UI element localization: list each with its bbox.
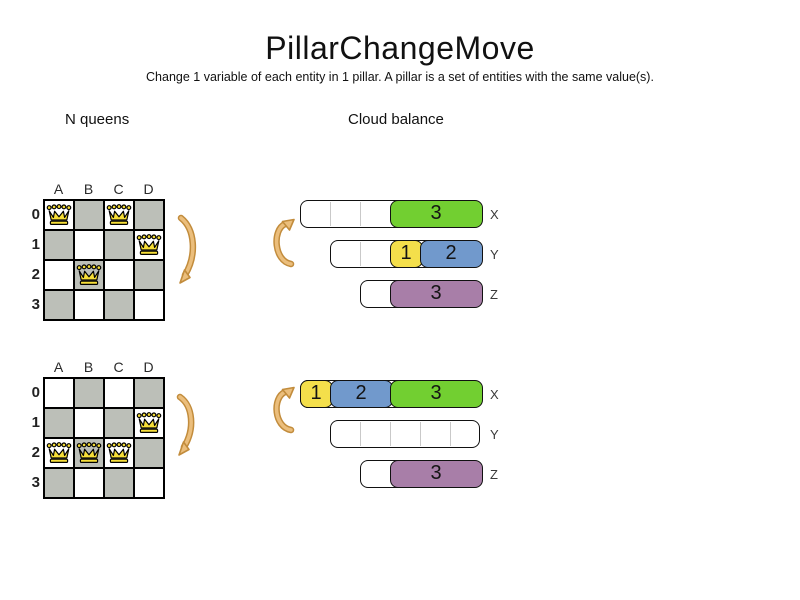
board-cell-D1 <box>134 230 165 261</box>
nqueens-section-label: N queens <box>65 111 130 128</box>
cloud-after-bar-Z: 3 <box>360 459 483 488</box>
queen-icon <box>46 441 72 463</box>
pillar-segment-1: 1 <box>389 239 423 268</box>
board-column-label: B <box>83 181 95 197</box>
bar-label-X: X <box>490 387 499 402</box>
board-row-label: 3 <box>31 474 40 491</box>
board-row-label: 0 <box>31 206 40 223</box>
board-row-label: 1 <box>31 414 40 431</box>
board-column-label: D <box>143 359 155 375</box>
board-cell-B3 <box>74 290 105 321</box>
board-cell-D3 <box>134 468 165 499</box>
cloudbalance-section-label: Cloud balance <box>348 111 444 128</box>
nqueens-before <box>43 199 165 321</box>
board-cell-A1 <box>44 230 75 261</box>
board-cell-C0 <box>104 378 135 409</box>
board-cell-B2 <box>74 260 105 291</box>
board-cell-B0 <box>74 378 105 409</box>
queen-icon <box>136 411 162 433</box>
bar-label-Z: Z <box>490 467 498 482</box>
board-cell-D2 <box>134 438 165 469</box>
queen-icon <box>106 441 132 463</box>
board-cell-A3 <box>44 290 75 321</box>
board-cell-C3 <box>104 468 135 499</box>
queen-icon <box>136 233 162 255</box>
nqueens-after <box>43 377 165 499</box>
board-cell-B0 <box>74 200 105 231</box>
pillar-segment-3: 3 <box>389 379 483 408</box>
board-row-label: 3 <box>31 296 40 313</box>
board-cell-B2 <box>74 438 105 469</box>
queen-icon <box>76 263 102 285</box>
board-cell-D0 <box>134 378 165 409</box>
queen-icon <box>46 203 72 225</box>
bar-slot-divider <box>419 422 421 446</box>
board-cell-D0 <box>134 200 165 231</box>
board-cell-A2 <box>44 438 75 469</box>
board-row-label: 0 <box>31 384 40 401</box>
bar-slot-divider <box>359 242 361 266</box>
board-cell-C2 <box>104 438 135 469</box>
pillar-segment-2: 2 <box>329 379 393 408</box>
move-arrow-up-icon <box>273 386 295 434</box>
cloud-before-bar-X: 3 <box>300 199 483 228</box>
bar-slot-divider <box>359 422 361 446</box>
board-cell-A0 <box>44 378 75 409</box>
board-cell-A1 <box>44 408 75 439</box>
move-arrow-down-icon <box>177 214 197 284</box>
cloud-before-bar-Z: 3 <box>360 279 483 308</box>
board-column-label: D <box>143 181 155 197</box>
board-cell-A0 <box>44 200 75 231</box>
move-arrow-down-icon <box>176 393 195 456</box>
board-column-label: A <box>53 359 65 375</box>
board-row-label: 2 <box>31 266 40 283</box>
bar-slot-divider <box>449 422 451 446</box>
board-cell-B1 <box>74 230 105 261</box>
pillar-segment-1: 1 <box>299 379 333 408</box>
board-cell-D2 <box>134 260 165 291</box>
page-subtitle: Change 1 variable of each entity in 1 pi… <box>146 70 654 84</box>
queen-icon <box>76 441 102 463</box>
bar-label-Z: Z <box>490 287 498 302</box>
bar-label-Y: Y <box>490 427 499 442</box>
bar-label-X: X <box>490 207 499 222</box>
board-cell-C0 <box>104 200 135 231</box>
board-column-label: C <box>113 359 125 375</box>
board-row-label: 1 <box>31 236 40 253</box>
move-arrow-up-icon <box>273 218 295 268</box>
bar-label-Y: Y <box>490 247 499 262</box>
board-column-label: A <box>53 181 65 197</box>
cloud-after-bar-Y <box>330 420 480 448</box>
board-cell-A3 <box>44 468 75 499</box>
board-cell-D3 <box>134 290 165 321</box>
board-cell-C2 <box>104 260 135 291</box>
board-cell-B1 <box>74 408 105 439</box>
board-column-label: B <box>83 359 95 375</box>
board-cell-A2 <box>44 260 75 291</box>
bar-slot-divider <box>359 202 361 226</box>
board-cell-C3 <box>104 290 135 321</box>
board-cell-C1 <box>104 230 135 261</box>
pillar-segment-2: 2 <box>419 239 483 268</box>
bar-slot-divider <box>389 422 391 446</box>
board-row-label: 2 <box>31 444 40 461</box>
pillar-segment-3: 3 <box>389 459 483 488</box>
board-column-label: C <box>113 181 125 197</box>
page-title: PillarChangeMove <box>265 30 535 66</box>
board-cell-B3 <box>74 468 105 499</box>
queen-icon <box>106 203 132 225</box>
bar-slot-divider <box>329 202 331 226</box>
board-cell-D1 <box>134 408 165 439</box>
pillar-segment-3: 3 <box>389 279 483 308</box>
pillar-segment-3: 3 <box>389 199 483 228</box>
board-cell-C1 <box>104 408 135 439</box>
